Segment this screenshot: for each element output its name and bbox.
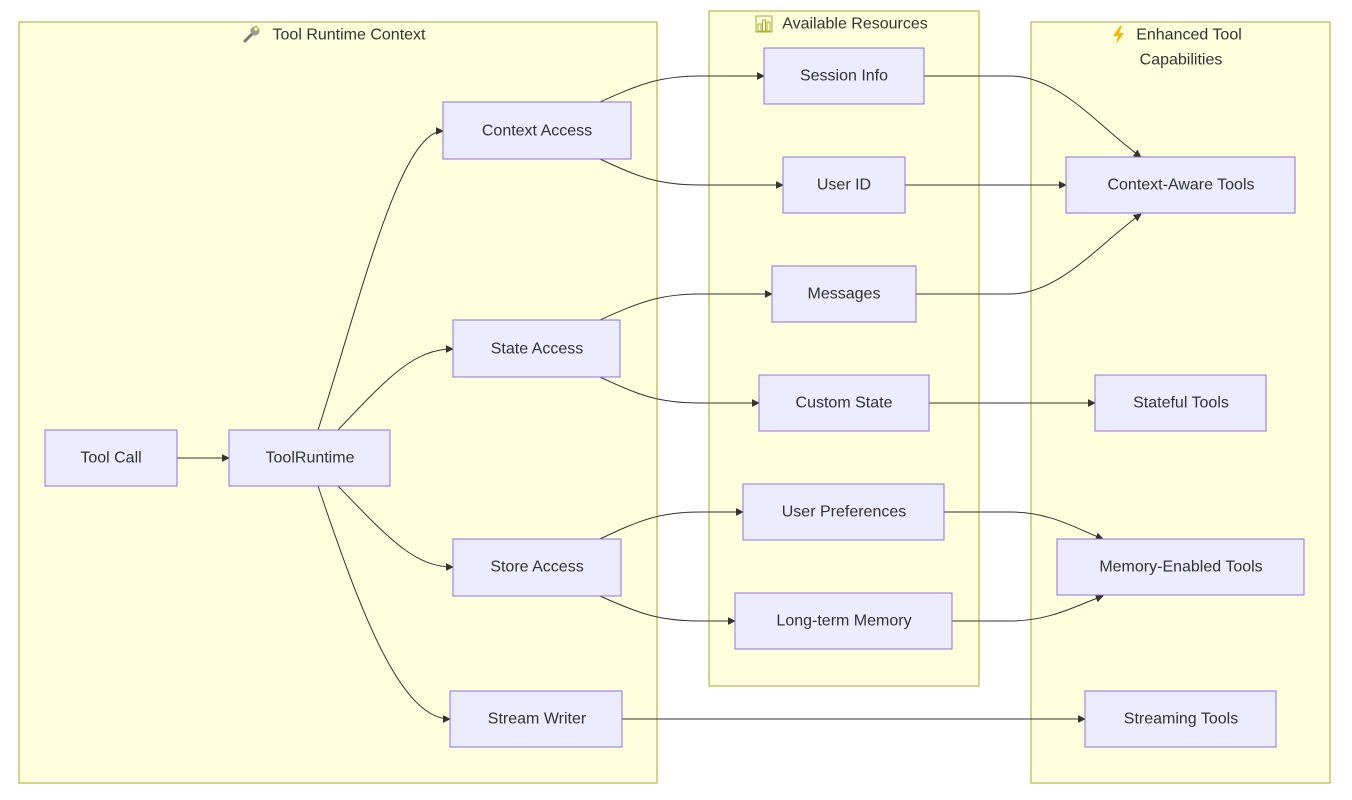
node-label-stateful-tools: Stateful Tools (1133, 395, 1229, 412)
edge-store-access-to-user-preferences (599, 508, 744, 540)
cluster-available-resources: Available Resources (708, 10, 980, 687)
edge-tool-runtime-to-state-access (337, 345, 454, 431)
node-stateful-tools: Stateful Tools (1094, 374, 1267, 432)
node-label-user-preferences: User Preferences (782, 504, 907, 521)
node-label-tool-runtime: ToolRuntime (266, 450, 355, 467)
node-context-access: Context Access (442, 101, 632, 160)
edge-tool-runtime-to-context-access (317, 127, 444, 431)
node-streaming-tools: Streaming Tools (1084, 690, 1277, 748)
node-tool-runtime: ToolRuntime (228, 429, 391, 487)
node-stream-writer: Stream Writer (449, 690, 623, 748)
node-label-custom-state: Custom State (796, 395, 893, 412)
node-label-user-id: User ID (817, 177, 871, 194)
cluster-title-enhanced-line2: Capabilities (1140, 52, 1223, 69)
node-label-session-info: Session Info (800, 68, 888, 85)
edge-context-access-to-session-info (599, 72, 765, 103)
node-label-tool-call: Tool Call (80, 450, 141, 467)
node-label-messages: Messages (808, 286, 881, 303)
node-label-stream-writer: Stream Writer (488, 711, 587, 728)
bar-chart-icon (755, 15, 773, 33)
lightning-icon (1113, 26, 1124, 44)
cluster-title-runtime: Tool Runtime Context (273, 27, 427, 44)
node-session-info: Session Info (763, 47, 925, 105)
edge-messages-to-context-aware-tools (916, 213, 1142, 295)
cluster-title-resources: Available Resources (782, 16, 928, 33)
node-user-id: User ID (782, 156, 906, 214)
edge-tool-runtime-to-store-access (337, 485, 454, 571)
node-label-streaming-tools: Streaming Tools (1124, 711, 1238, 728)
node-tool-call: Tool Call (44, 429, 178, 487)
node-label-memory-enabled-tools: Memory-Enabled Tools (1099, 559, 1262, 576)
node-memory-enabled-tools: Memory-Enabled Tools (1056, 538, 1305, 596)
cluster-title-enhanced-line1: Enhanced Tool (1136, 27, 1242, 44)
edge-user-preferences-to-memory-enabled-tools (944, 511, 1104, 541)
node-label-store-access: Store Access (490, 559, 583, 576)
node-label-long-term-memory: Long-term Memory (776, 613, 911, 630)
edge-state-access-to-custom-state (599, 376, 760, 407)
node-custom-state: Custom State (758, 374, 930, 432)
node-label-state-access: State Access (491, 341, 584, 358)
node-user-preferences: User Preferences (742, 483, 945, 541)
wrench-icon (243, 25, 260, 43)
node-label-context-access: Context Access (482, 123, 592, 140)
node-state-access: State Access (452, 319, 621, 378)
node-store-access: Store Access (452, 538, 622, 597)
edge-session-info-to-context-aware-tools (924, 75, 1142, 158)
edge-tool-runtime-to-stream-writer (317, 485, 451, 723)
node-long-term-memory: Long-term Memory (734, 592, 953, 650)
edge-context-access-to-user-id (599, 158, 784, 189)
edge-state-access-to-messages (599, 290, 773, 321)
edges (177, 72, 1142, 723)
node-messages: Messages (771, 265, 917, 323)
edge-long-term-memory-to-memory-enabled-tools (952, 594, 1104, 622)
node-label-context-aware-tools: Context-Aware Tools (1107, 177, 1254, 194)
edge-store-access-to-long-term-memory (599, 595, 736, 625)
node-context-aware-tools: Context-Aware Tools (1065, 156, 1296, 214)
